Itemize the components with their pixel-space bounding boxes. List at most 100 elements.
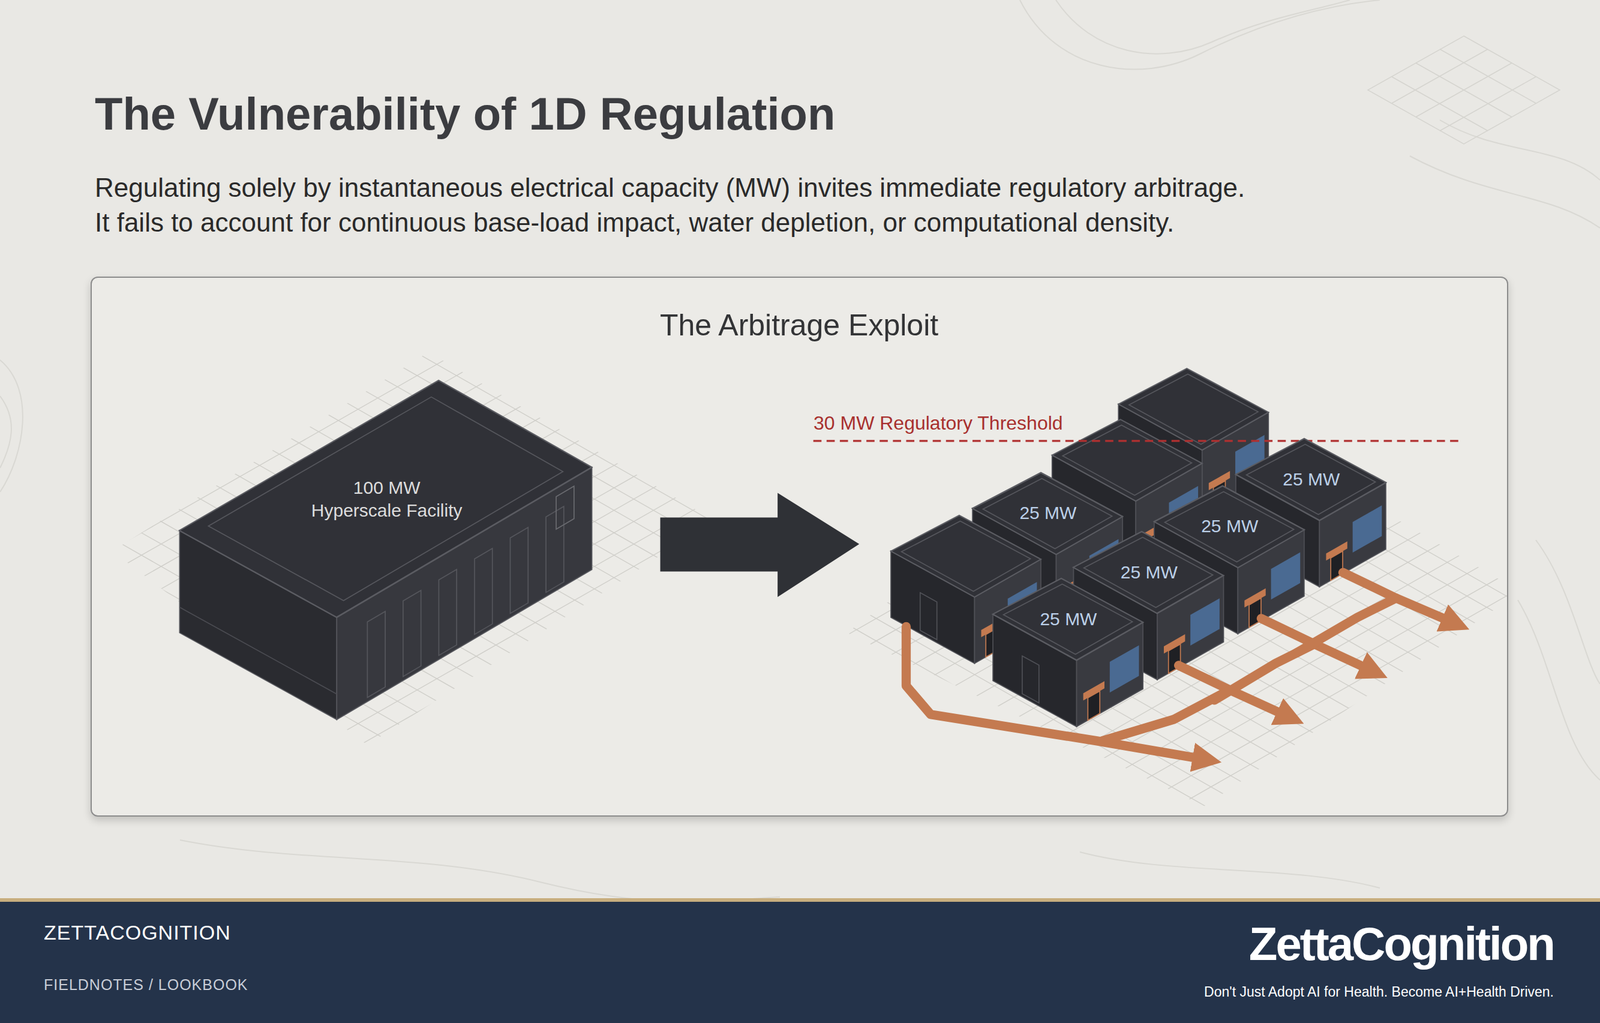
roof-inset: [1062, 425, 1192, 496]
grid-line: [101, 277, 735, 398]
threshold-line: [813, 439, 1462, 442]
roof-inset: [901, 520, 1031, 591]
floor-grid: [836, 277, 1508, 816]
grid-line: [101, 277, 735, 354]
wall-panel: [403, 590, 422, 677]
grid-line: [836, 618, 1508, 816]
wall-panel: [474, 548, 493, 635]
grid-line: [101, 277, 735, 309]
roof-inset: [208, 397, 564, 601]
footer-breadcrumb: FIELDNOTES / LOOKBOOK: [43, 976, 249, 994]
wall-window: [1352, 505, 1383, 553]
grid-line: [836, 447, 1508, 816]
building-roof: [179, 380, 592, 618]
building-label: 25 MW: [1120, 560, 1178, 584]
building-label: 25 MW: [1201, 514, 1259, 538]
wall-window: [556, 485, 575, 530]
grid-line: [836, 312, 1508, 708]
grid-line: [836, 277, 1508, 305]
grid-line: [836, 752, 1508, 816]
building-roof: [972, 472, 1123, 555]
brand-name: ZETTACOGNITION: [43, 920, 231, 945]
grid-line: [101, 277, 735, 377]
wall-panel: [545, 506, 564, 593]
wall-panel: [510, 527, 529, 614]
building-roof: [992, 578, 1143, 660]
building-label: 100 MW Hyperscale Facility: [308, 476, 466, 522]
roof-inset: [1084, 537, 1214, 608]
building-label: 25 MW: [1039, 607, 1097, 631]
grid-line: [836, 290, 1508, 686]
pipe-link: [1295, 598, 1397, 654]
building-label: 25 MW: [1019, 501, 1077, 525]
grid-line: [101, 375, 735, 737]
grid-line: [836, 416, 1508, 812]
wall-panel: [438, 569, 457, 656]
grid-line: [836, 438, 1508, 816]
subtitle-line: It fails to account for continuous base-…: [94, 207, 1175, 238]
floor-grid: [101, 277, 735, 816]
roof-inset: [1164, 491, 1294, 562]
grid-line: [101, 441, 735, 803]
grid-line: [836, 394, 1508, 790]
grid-line: [836, 402, 1508, 798]
page-title: The Vulnerability of 1D Regulation: [94, 87, 836, 140]
roof-inset: [1246, 444, 1376, 515]
grid-line: [836, 483, 1508, 816]
grid-line: [101, 688, 735, 816]
brand-tagline: Don't Just Adopt AI for Health. Become A…: [1204, 983, 1554, 1001]
roof-inset: [1003, 584, 1133, 655]
grid-line: [836, 335, 1508, 731]
grid-line: [836, 349, 1508, 745]
grid-line: [836, 379, 1508, 776]
grid-line: [101, 757, 735, 816]
grid-line: [101, 277, 735, 376]
grid-line: [836, 461, 1508, 816]
grid-line: [101, 778, 735, 816]
pipe-link: [1102, 689, 1230, 741]
grid-line: [101, 277, 735, 355]
grid-line: [836, 761, 1508, 816]
threshold-label: 30 MW Regulatory Threshold: [813, 412, 1064, 435]
subtitle-line: Regulating solely by instantaneous elect…: [94, 172, 1245, 203]
building-roof: [1052, 419, 1203, 501]
grid-line: [836, 506, 1508, 816]
grid-line: [836, 492, 1508, 816]
grid-line: [101, 277, 735, 400]
panel-box: The Arbitrage Exploit100 MW Hyperscale F…: [90, 276, 1509, 817]
grid-line: [836, 806, 1508, 816]
grid-line: [836, 304, 1508, 700]
building-node: 100 MW Hyperscale Facility: [179, 380, 592, 720]
grid-line: [101, 689, 735, 816]
grid-line: [836, 573, 1508, 816]
grid-line: [101, 779, 735, 816]
grid-line: [836, 626, 1508, 816]
grid-line: [836, 784, 1508, 816]
grid-line: [101, 463, 735, 816]
transform-arrow: [660, 493, 860, 598]
wall-window: [1109, 644, 1140, 693]
door: [1087, 691, 1100, 721]
grid-line: [101, 755, 735, 816]
grid-line: [101, 733, 735, 816]
grid-line: [836, 424, 1508, 816]
building-node: 25 MW: [992, 578, 1143, 727]
grid-line: [101, 802, 735, 816]
grid-line: [101, 277, 735, 288]
door-outline: [920, 592, 938, 640]
grid-line: [836, 640, 1508, 816]
grid-line: [836, 663, 1508, 816]
grid-line: [836, 277, 1508, 296]
building-roof-shape: [992, 578, 1143, 727]
grid-line: [101, 277, 735, 286]
wall-panel: [367, 611, 386, 698]
grid-line: [836, 716, 1508, 816]
grid-line: [101, 277, 735, 331]
building-label: 25 MW: [1282, 467, 1340, 491]
grid-line: [836, 671, 1508, 816]
grid-line: [101, 710, 735, 816]
building-roof: [179, 380, 592, 618]
roof-inset: [983, 478, 1113, 549]
grid-line: [101, 442, 735, 804]
